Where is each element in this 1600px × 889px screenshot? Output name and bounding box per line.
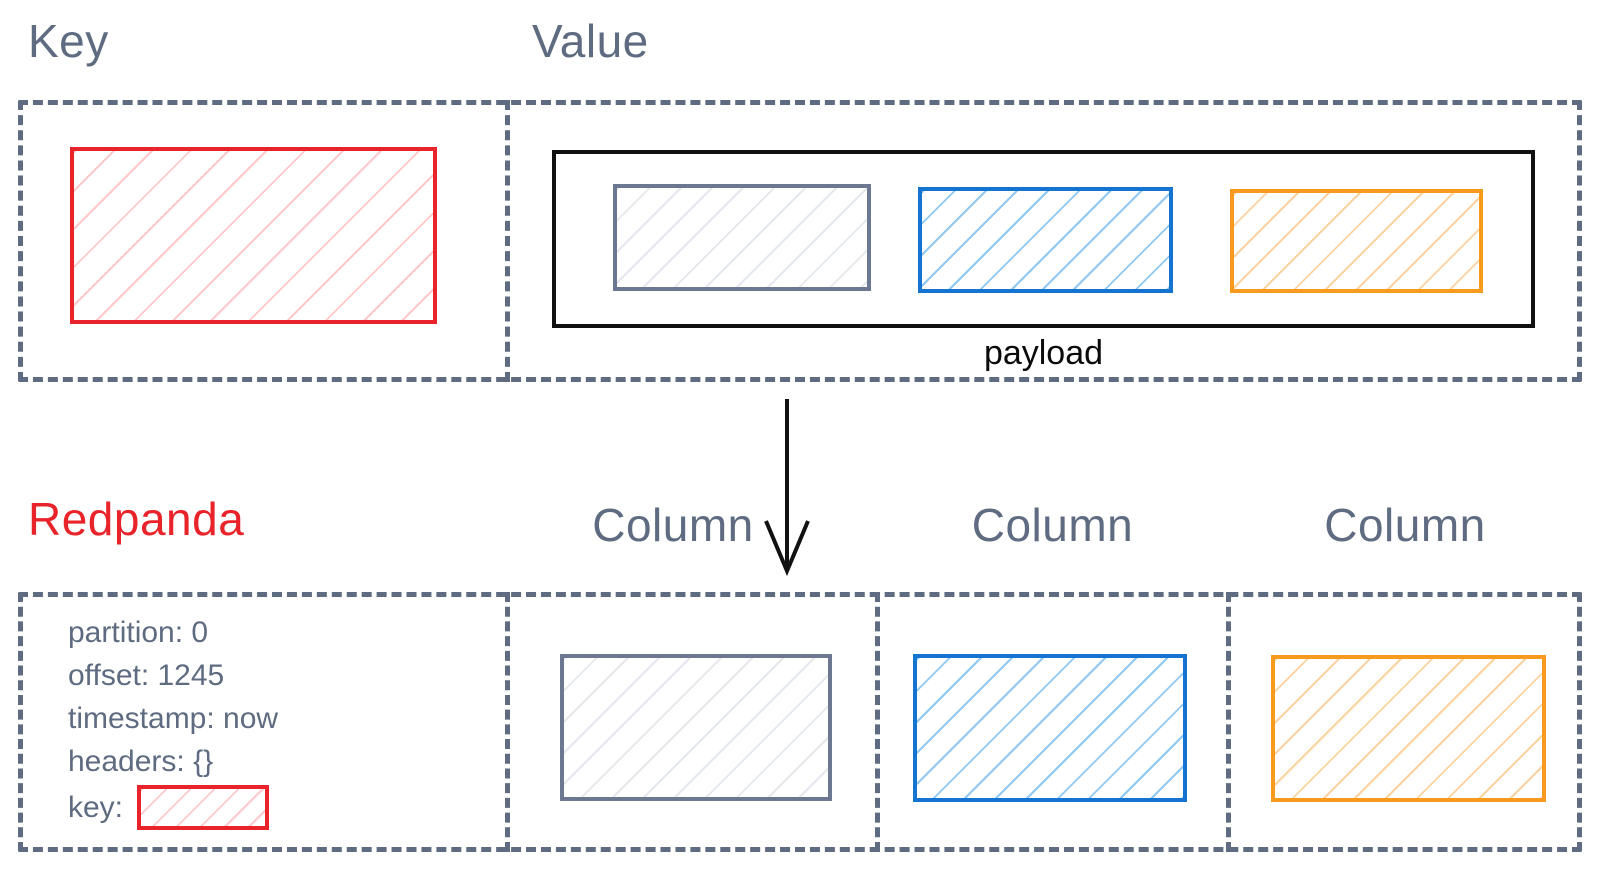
record-partition-line: partition: 0 — [68, 616, 209, 649]
record-key-line: key: — [68, 783, 278, 832]
record-offset-line: offset: 1245 — [68, 659, 225, 692]
redpanda-label: Redpanda — [28, 493, 245, 545]
value-section-label: Value — [532, 15, 649, 67]
key-value-divider — [505, 100, 510, 382]
record-row-dashed-box — [18, 100, 1582, 382]
record-key-bytes-chip — [137, 785, 270, 830]
column-label-1: Column — [592, 499, 754, 551]
record-timestamp-line: timestamp: now — [68, 702, 279, 735]
record-key-label: key: — [68, 791, 124, 824]
column3-value-orange-rect — [1271, 655, 1546, 802]
value-to-columns-arrow — [764, 399, 810, 577]
column2-column3-divider — [1226, 592, 1231, 852]
payload-field-blue-rect — [918, 187, 1173, 293]
payload-caption: payload — [983, 334, 1104, 372]
column2-value-blue-rect — [913, 654, 1187, 802]
column-label-3: Column — [1324, 499, 1486, 551]
key-section-label: Key — [28, 15, 109, 67]
payload-field-orange-rect — [1230, 189, 1483, 293]
record-headers-line: headers: {} — [68, 745, 214, 778]
payload-field-gray-rect — [613, 184, 871, 291]
key-bytes-rect — [70, 147, 437, 324]
column1-value-gray-rect — [560, 654, 832, 801]
column1-column2-divider — [875, 592, 880, 852]
columns-row-dashed-box — [18, 592, 1582, 852]
record-metadata: partition: 0 offset: 1245 timestamp: now… — [68, 611, 278, 832]
record-column1-divider — [505, 592, 510, 852]
column-label-2: Column — [971, 499, 1134, 551]
